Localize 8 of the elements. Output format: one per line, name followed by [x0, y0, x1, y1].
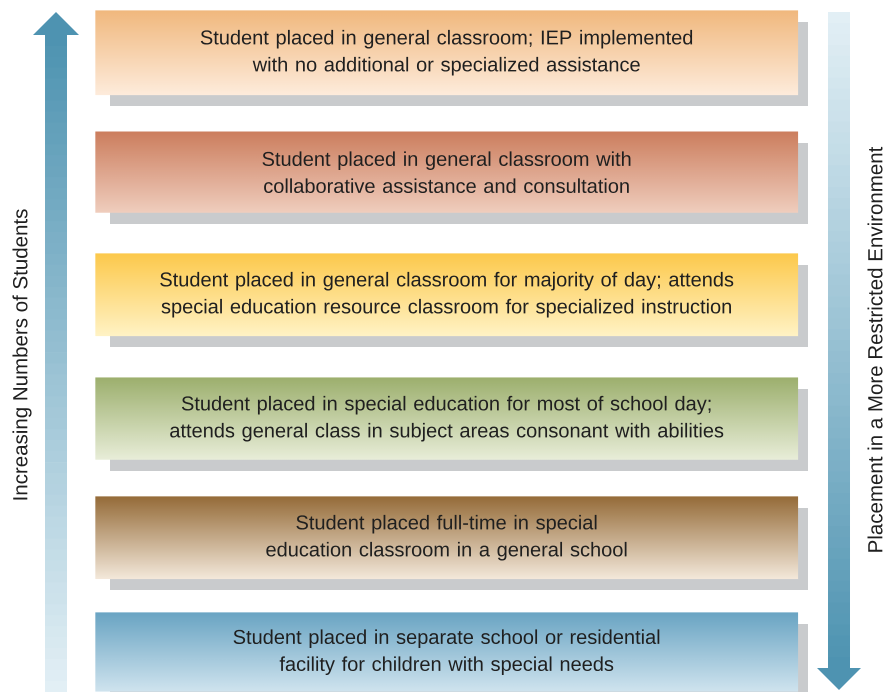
level-box: Student placed full-time in special education classroom in a general school: [95, 496, 808, 590]
axis-label: Increasing Numbers of Students: [12, 209, 32, 500]
level-box: Student placed in separate school or residential facility for children with special needs: [95, 612, 808, 692]
level-box: Student placed in general classroom for majority of day; attends special education resource classroom for specialized instruction: [95, 253, 808, 347]
axis-label: Placement in a More Restricted Environment: [867, 146, 883, 552]
level-box: Student placed in general classroom with collaborative assistance and consultation: [95, 132, 808, 224]
level-box: Student placed in general classroom; IEP implemented with no additional or specialized assistance: [95, 10, 808, 106]
level-box: Student placed in special education for most of school day; attends general class in subject areas consonant with abilities: [95, 377, 808, 471]
